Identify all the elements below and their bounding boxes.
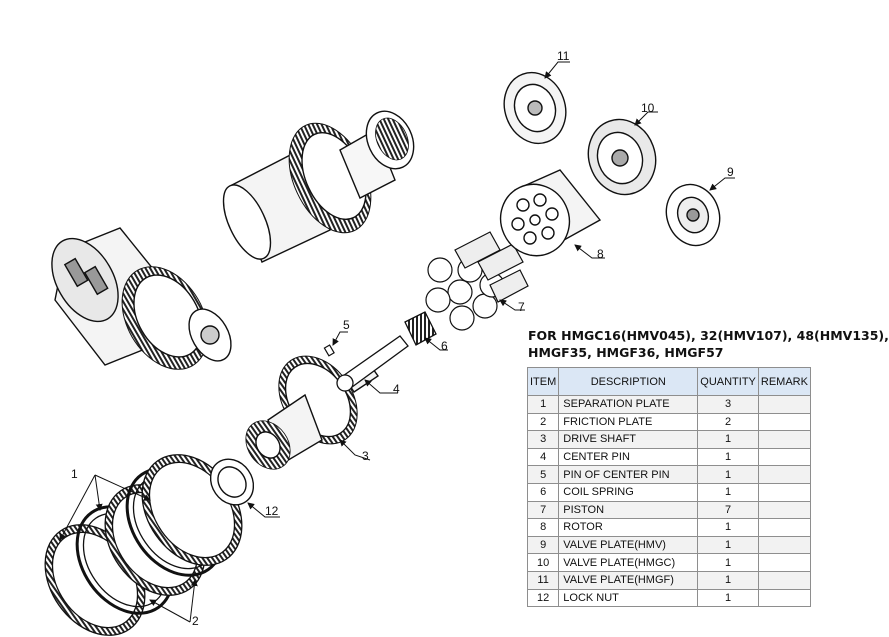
callout-3: 3 [362, 449, 369, 463]
cell-item: 9 [526, 535, 560, 555]
valve-plate-hmgf [503, 71, 567, 145]
cell-item: 10 [526, 553, 560, 572]
applicable-models-heading: FOR HMGC16(HMV045), 32(HMV107), 48(HMV13… [528, 327, 889, 361]
callout-1: 1 [71, 467, 78, 481]
callout-10: 10 [641, 101, 655, 115]
cell-quantity: 1 [697, 447, 759, 467]
cell-quantity: 1 [697, 465, 759, 484]
cell-quantity: 2 [697, 412, 759, 432]
cell-item: 12 [526, 588, 560, 608]
cell-quantity: 1 [697, 430, 759, 449]
valve-plate-hmgc [587, 118, 657, 196]
cell-quantity: 1 [697, 482, 759, 502]
lock-nut [209, 458, 255, 506]
cell-remark [757, 412, 811, 432]
header-description: DESCRIPTION [558, 367, 699, 396]
cell-description: SEPARATION PLATE [558, 395, 699, 414]
cell-quantity: 1 [697, 570, 759, 590]
cell-item: 3 [526, 430, 560, 449]
cell-remark [757, 482, 811, 502]
cell-remark [757, 570, 811, 590]
drive-shaft [245, 355, 379, 470]
cell-quantity: 7 [697, 500, 759, 520]
cell-description: DRIVE SHAFT [558, 430, 699, 449]
cell-item: 8 [526, 518, 560, 537]
cell-item: 7 [526, 500, 560, 520]
callout-6: 6 [441, 339, 448, 353]
cell-remark [757, 518, 811, 537]
cell-description: PIN OF CENTER PIN [558, 465, 699, 484]
pin-of-center-pin [323, 344, 335, 357]
callout-8: 8 [597, 247, 604, 261]
header-item: ITEM [526, 367, 560, 396]
cell-item: 1 [526, 395, 560, 414]
cell-description: PISTON [558, 500, 699, 520]
cell-remark [757, 500, 811, 520]
cell-quantity: 3 [697, 395, 759, 414]
header-remark: REMARK [757, 367, 811, 396]
cell-description: LOCK NUT [558, 588, 699, 608]
cell-quantity: 1 [697, 535, 759, 555]
cell-quantity: 1 [697, 518, 759, 537]
callout-2: 2 [192, 614, 199, 628]
cell-item: 4 [526, 447, 560, 467]
cell-remark [757, 430, 811, 449]
callout-12: 12 [265, 504, 279, 518]
table-header-row: ITEM DESCRIPTION QUANTITY REMARK [526, 367, 811, 396]
callout-7: 7 [518, 300, 525, 314]
cell-description: CENTER PIN [558, 447, 699, 467]
cell-quantity: 1 [697, 553, 759, 572]
cell-item: 2 [526, 412, 560, 432]
cell-description: ROTOR [558, 518, 699, 537]
motor-assembly-upper [222, 110, 415, 263]
cell-item: 5 [526, 465, 560, 484]
coil-spring [404, 311, 437, 346]
rotor [499, 169, 602, 257]
motor-assembly-left [51, 227, 232, 370]
cell-remark [757, 395, 811, 414]
valve-plate-hmv [665, 183, 721, 247]
cell-remark [757, 535, 811, 555]
cell-remark [757, 447, 811, 467]
callout-11: 11 [557, 49, 570, 63]
cell-item: 11 [526, 570, 560, 590]
cell-remark [757, 588, 811, 608]
heading-line-2: HMGF35, HMGF36, HMGF57 [528, 345, 724, 360]
callout-9: 9 [727, 165, 734, 179]
callout-4: 4 [393, 382, 400, 396]
cell-description: COIL SPRING [558, 482, 699, 502]
cell-description: FRICTION PLATE [558, 412, 699, 432]
cell-item: 6 [526, 482, 560, 502]
callout-5: 5 [343, 318, 350, 332]
exploded-parts-diagram: 1 2 3 4 5 6 7 8 9 10 11 12 [44, 49, 735, 636]
leader-lines [59, 61, 735, 623]
pistons [425, 231, 529, 331]
cell-quantity: 1 [697, 588, 759, 608]
header-quantity: QUANTITY [697, 367, 759, 396]
cell-remark [757, 553, 811, 572]
center-pin [336, 335, 409, 392]
cell-description: VALVE PLATE(HMGC) [558, 553, 699, 572]
heading-line-1: FOR HMGC16(HMV045), 32(HMV107), 48(HMV13… [528, 328, 889, 343]
cell-description: VALVE PLATE(HMV) [558, 535, 699, 555]
cell-description: VALVE PLATE(HMGF) [558, 570, 699, 590]
cell-remark [757, 465, 811, 484]
